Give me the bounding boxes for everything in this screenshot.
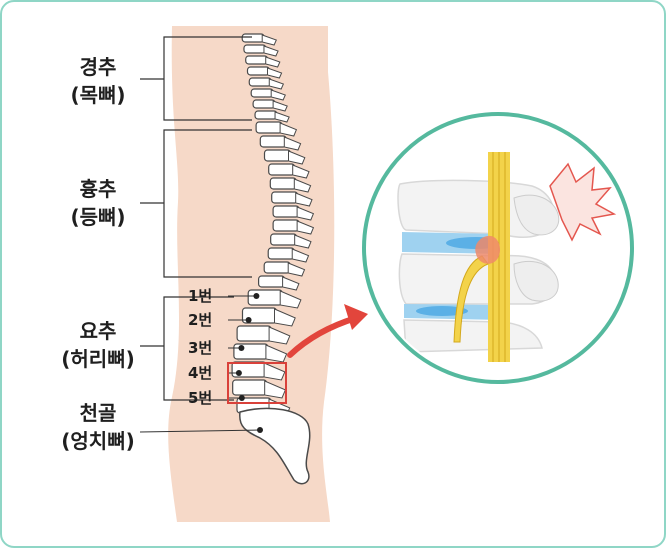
spinous-process xyxy=(263,362,286,381)
vertebra xyxy=(246,66,271,76)
body-silhouette xyxy=(168,26,335,522)
vertebra xyxy=(272,219,300,232)
lumbar-label: 요추 xyxy=(80,319,117,343)
disc-herniation xyxy=(475,235,501,264)
spinous-process xyxy=(261,34,277,46)
sacrum-leader xyxy=(139,429,261,433)
lumbar-bracket xyxy=(163,296,234,401)
facet-joint-upper xyxy=(513,194,560,236)
spinous-process xyxy=(288,150,306,165)
spinous-process xyxy=(283,136,302,151)
vertebra xyxy=(232,379,268,396)
vertebra xyxy=(269,177,297,190)
vertebra xyxy=(263,149,292,162)
facet-joint-lower xyxy=(513,260,559,302)
spinous-process xyxy=(279,290,302,309)
spinous-process xyxy=(266,67,283,79)
thoracic-sublabel: (등뼈) xyxy=(70,205,125,229)
spinous-process xyxy=(294,234,312,249)
cervical-sublabel: (목뼈) xyxy=(70,83,125,107)
lumbar-point xyxy=(238,345,245,351)
spinous-process xyxy=(296,220,315,235)
lumbar-vertebra-label: 4번 xyxy=(188,364,212,382)
cervical-label: 경추 xyxy=(80,55,117,79)
nerve-root xyxy=(453,255,489,343)
vertebra xyxy=(245,55,269,65)
lumbar-vertebra-label: 1번 xyxy=(188,287,212,305)
lumbar-sublabel: (허리뼈) xyxy=(61,347,134,371)
vertebra xyxy=(252,99,276,109)
vertebra xyxy=(248,77,272,87)
spinous-process xyxy=(272,100,288,112)
vertebra xyxy=(247,289,283,306)
spinous-process xyxy=(270,89,286,101)
sacrum-point xyxy=(257,427,263,433)
lumbar-vertebra-label: 5번 xyxy=(188,389,212,407)
vertebra xyxy=(241,33,265,43)
spinous-process xyxy=(282,276,300,291)
spinous-process xyxy=(268,78,285,90)
vertebra xyxy=(258,275,286,288)
lumbar-vertebra-label: 2번 xyxy=(188,311,212,329)
lumbar-point xyxy=(235,370,242,376)
sacrum-bone xyxy=(239,407,311,485)
region-brackets xyxy=(140,36,252,401)
zoom-inset xyxy=(362,112,634,384)
lower-disc-nucleus xyxy=(416,306,468,316)
spinous-process xyxy=(274,308,296,327)
zoom-arrow-head xyxy=(344,304,368,330)
lumbar-point xyxy=(253,293,260,299)
vertebra xyxy=(250,88,274,98)
vertebra xyxy=(267,247,295,260)
lumbar-labels: 1번 2번 3번 4번 5번 xyxy=(188,287,260,407)
vertebra xyxy=(271,191,299,204)
lumbar-point xyxy=(245,317,252,323)
pain-burst-icon xyxy=(549,162,617,242)
spinous-process xyxy=(264,380,287,399)
vertebra xyxy=(263,261,291,274)
spinous-process xyxy=(296,206,315,221)
spinous-process xyxy=(287,262,306,277)
vertebra xyxy=(255,121,283,134)
highlight-box xyxy=(227,362,287,404)
vertebra xyxy=(272,205,300,218)
spinous-process xyxy=(263,45,279,57)
vertebra xyxy=(254,110,278,120)
zoom-arrow xyxy=(287,315,359,358)
vertebra xyxy=(270,233,298,246)
spinous-process xyxy=(295,192,313,207)
spinous-process xyxy=(268,326,291,345)
sacrum-label: 천골 xyxy=(80,401,117,425)
vertebra xyxy=(259,135,287,148)
spinous-process xyxy=(279,122,298,137)
vertebra xyxy=(268,163,296,176)
spinous-process xyxy=(291,248,310,263)
lumbar-point xyxy=(238,395,245,401)
spinous-process xyxy=(265,56,281,68)
thoracic-label: 흉추 xyxy=(80,177,117,201)
spinous-process xyxy=(274,111,290,123)
spinous-process xyxy=(293,178,312,193)
spinous-process xyxy=(292,164,310,179)
vertebra xyxy=(236,325,272,342)
sacrum-sublabel: (엉치뼈) xyxy=(61,429,134,453)
vertebra xyxy=(243,44,267,54)
lumbar-vertebra-label: 3번 xyxy=(188,339,212,357)
